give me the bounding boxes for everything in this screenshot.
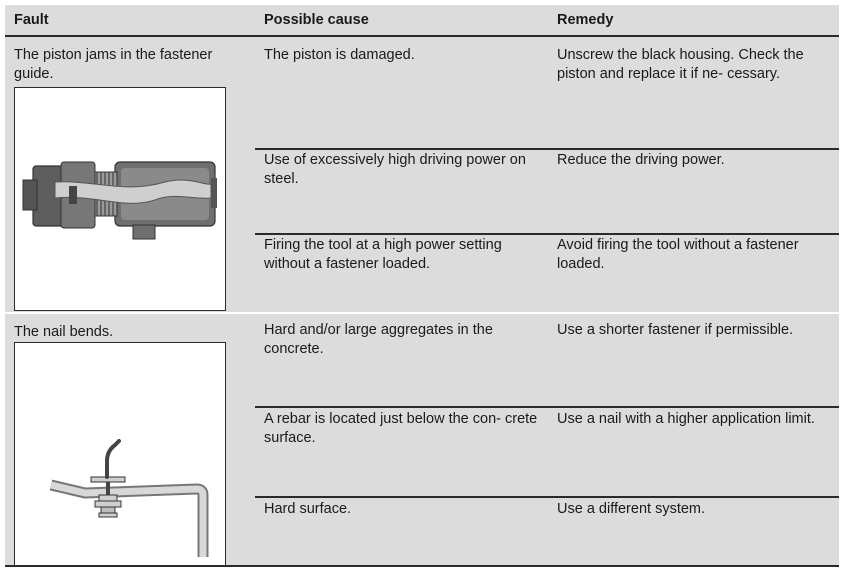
remedy-text: Use a nail with a higher application lim…	[557, 411, 815, 427]
remedy-text: Reduce the driving power.	[557, 152, 725, 168]
cause-text: The piston is damaged.	[264, 47, 415, 63]
table-header: Fault Possible cause Remedy	[5, 5, 839, 37]
remedy-text: Use a different system.	[557, 501, 706, 517]
cause-text: Firing the tool at a high power setting …	[264, 237, 502, 272]
table-row: The nail bends. Hard and/or large aggreg…	[5, 314, 839, 567]
cause-text: Hard surface.	[264, 501, 352, 517]
remedy-text: Unscrew the black housing. Check the pis…	[557, 47, 804, 82]
row-divider	[255, 496, 839, 498]
cause-text: Use of excessively high driving power on…	[264, 152, 526, 187]
header-fault: Fault	[14, 12, 49, 28]
fault-text: The nail bends.	[14, 324, 114, 340]
row-divider	[255, 406, 839, 408]
troubleshooting-table: Fault Possible cause Remedy The piston j…	[5, 5, 839, 567]
row-gap	[5, 312, 839, 314]
cause-text: Hard and/or large aggregates in the conc…	[264, 322, 493, 357]
fault-text: The piston jams in the fastener guide.	[14, 47, 213, 82]
tool-fastener-guide-illustration	[14, 87, 226, 311]
header-remedy: Remedy	[557, 12, 614, 28]
remedy-text: Avoid firing the tool without a fastener…	[557, 237, 799, 272]
table-row: The piston jams in the fastener guide.	[5, 37, 839, 314]
header-possible-cause: Possible cause	[264, 12, 369, 28]
row-divider	[255, 233, 839, 235]
bent-nail-illustration	[14, 342, 226, 566]
cause-text: A rebar is located just below the con- c…	[264, 411, 538, 446]
row-divider	[255, 148, 839, 150]
remedy-text: Use a shorter fastener if permissible.	[557, 322, 794, 338]
